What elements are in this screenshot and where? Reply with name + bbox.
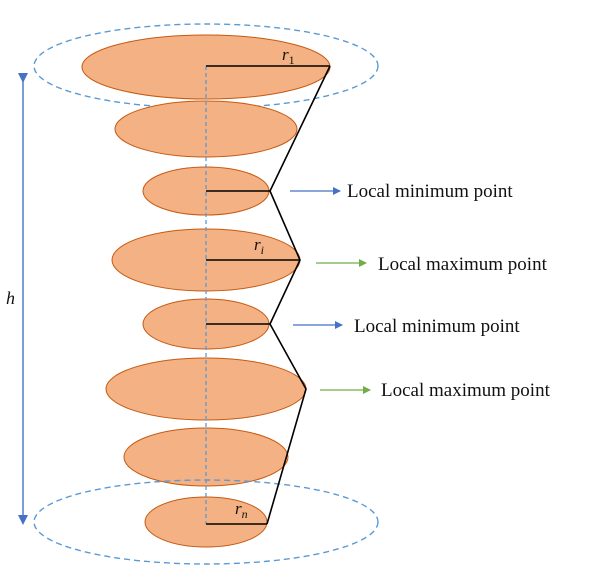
radius-label-rn: rn [235, 499, 248, 521]
radius-profile-line [266, 65, 331, 525]
height-label: h [6, 288, 15, 308]
radius-label-r1-subscript: 1 [289, 53, 295, 67]
annotation-label-max-2: Local maximum point [381, 380, 551, 401]
radius-label-ri: ri [254, 235, 264, 257]
disc-7 [123, 427, 289, 487]
radius-label-rn-subscript: n [242, 507, 248, 521]
annotation-label-min-1: Local minimum point [347, 181, 513, 202]
radius-label-ri-subscript: i [261, 243, 264, 257]
radius-label-rn-base: r [235, 499, 242, 518]
radius-label-ri-base: r [254, 235, 261, 254]
radius-label-r1: r1 [282, 45, 295, 67]
annotation-label-min-2: Local minimum point [354, 316, 520, 337]
radius-label-r1-base: r [282, 45, 289, 64]
annotation-label-max-1: Local maximum point [378, 254, 548, 275]
